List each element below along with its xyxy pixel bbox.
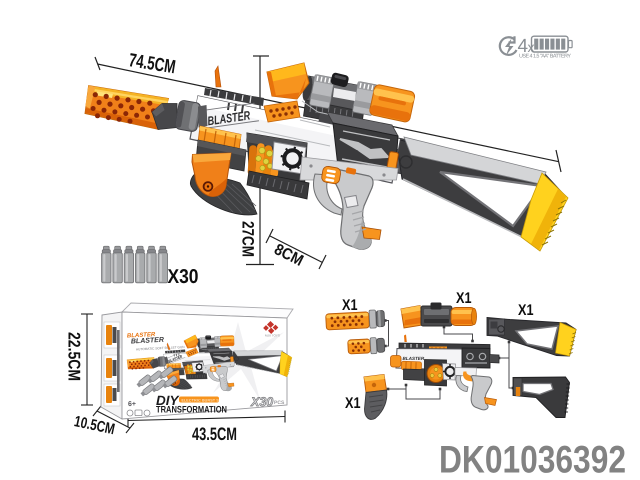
svg-text:X1: X1 — [518, 302, 534, 319]
svg-text:DK01036392: DK01036392 — [439, 439, 626, 480]
svg-text:USE 4 1.5 "AA" BATTERY: USE 4 1.5 "AA" BATTERY — [519, 54, 571, 60]
svg-text:X1: X1 — [345, 395, 361, 412]
svg-text:ELECTRIC BURST SHOOTING: ELECTRIC BURST SHOOTING — [182, 398, 238, 402]
svg-text:TRANSFORMATION: TRANSFORMATION — [156, 405, 227, 416]
svg-text:BLASTER: BLASTER — [127, 331, 156, 340]
svg-text:6+: 6+ — [128, 401, 136, 408]
svg-text:BLASTER: BLASTER — [403, 356, 425, 361]
svg-text:27CM: 27CM — [239, 221, 257, 257]
svg-text:X1: X1 — [342, 297, 358, 314]
svg-text:22.5CM: 22.5CM — [65, 332, 84, 381]
svg-text:4: 4 — [518, 36, 529, 57]
svg-text:MJX TOYS: MJX TOYS — [265, 334, 280, 338]
svg-text:43.5CM: 43.5CM — [192, 424, 237, 444]
svg-text:AUTOMATIC SOFT BULLET GUN: AUTOMATIC SOFT BULLET GUN — [136, 345, 185, 352]
svg-text:x: x — [528, 39, 535, 55]
svg-text:X1: X1 — [456, 290, 472, 307]
svg-text:X30: X30 — [168, 266, 199, 288]
svg-text:X30: X30 — [250, 395, 273, 409]
svg-text:BLASTER: BLASTER — [207, 108, 252, 128]
svg-text:BLASTER: BLASTER — [131, 337, 164, 346]
svg-text:PCS: PCS — [274, 400, 285, 406]
svg-text:DIY: DIY — [156, 393, 181, 408]
